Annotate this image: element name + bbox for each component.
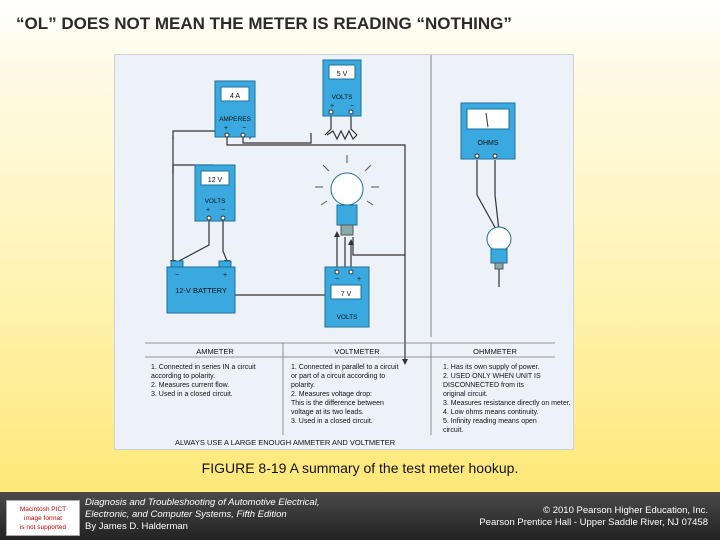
battery: − + 12-V BATTERY — [166, 260, 236, 314]
book-citation: Diagnosis and Troubleshooting of Automot… — [85, 497, 319, 533]
voltmeter-note: or part of a circuit according to — [291, 373, 385, 380]
ohmmeter-label: OHMS — [478, 140, 499, 147]
bottom-voltmeter-label: VOLTS — [337, 314, 358, 321]
meter-hookup-figure: 5 V VOLTS + − 4 A AMPERES + − 12 V VOLTS… — [114, 54, 574, 450]
ohmmeter-note: original circuit. — [443, 391, 488, 398]
ohmmeter-note: circuit. — [443, 427, 463, 434]
copyright-line2: Pearson Prentice Hall - Upper Saddle Riv… — [479, 517, 708, 528]
ohmmeter-header: OHMMETER — [473, 347, 517, 356]
ohmmeter-note: 1. Has its own supply of power. — [443, 364, 540, 371]
battery-label: 12-V BATTERY — [175, 286, 227, 295]
placeholder-line: is not supported — [20, 524, 67, 531]
ohmmeter-note: 2. USED ONLY WHEN UNIT IS — [443, 373, 541, 380]
diagram-footer-note: ALWAYS USE A LARGE ENOUGH AMMETER AND VO… — [175, 438, 396, 447]
top-voltmeter: 5 V VOLTS + − — [322, 59, 362, 117]
resistor — [326, 129, 358, 141]
figure-caption-text: A summary of the test meter hookup. — [286, 460, 519, 476]
top-voltmeter-label: VOLTS — [332, 94, 353, 101]
ohmmeter-note: 5. Infinity reading means open — [443, 418, 537, 425]
top-voltmeter-reading: 5 V — [337, 71, 348, 78]
battery-plus: + — [223, 272, 227, 279]
ammeter-reading: 4 A — [230, 93, 240, 100]
slide-title: “OL” DOES NOT MEAN THE METER IS READING … — [16, 14, 512, 33]
ammeter-note: 3. Used in a closed circuit. — [151, 391, 233, 398]
ammeter-label: AMPERES — [219, 116, 251, 123]
ohmmeter-note: 3. Measures resistance directly on meter… — [443, 400, 571, 407]
top-voltmeter-minus: − — [350, 103, 354, 110]
left-voltmeter-reading: 12 V — [208, 177, 223, 184]
placeholder-line: image format — [24, 515, 62, 522]
left-voltmeter: 12 V VOLTS + − — [194, 164, 236, 222]
voltmeter-header: VOLTMETER — [334, 347, 380, 356]
voltmeter-note: 2. Measures voltage drop: — [291, 391, 372, 398]
ammeter-header: AMMETER — [196, 347, 234, 356]
battery-minus: − — [175, 272, 179, 279]
ammeter-plus: + — [224, 125, 228, 132]
copyright: © 2010 Pearson Higher Education, Inc. Pe… — [479, 505, 708, 529]
ammeter-note: according to polarity. — [151, 373, 215, 380]
top-voltmeter-plus: + — [330, 103, 334, 110]
figure-number: FIGURE 8-19 — [201, 460, 287, 476]
slide-footer: Macintosh PICT image format is not suppo… — [0, 492, 720, 540]
ohmmeter-note: 4. Low ohms means continuity. — [443, 409, 539, 416]
book-author: By James D. Halderman — [85, 521, 188, 532]
placeholder-line: Macintosh PICT — [20, 506, 66, 513]
left-voltmeter-plus: + — [206, 207, 210, 214]
bottom-voltmeter-minus: − — [335, 276, 339, 283]
book-title-line2: Electronic, and Computer Systems, Fifth … — [85, 509, 287, 520]
bottom-voltmeter: 7 V VOLTS − + — [324, 266, 370, 328]
unsupported-image-placeholder: Macintosh PICT image format is not suppo… — [6, 500, 80, 536]
ohmmeter: OHMS — [460, 102, 516, 160]
light-bulb-icon — [315, 155, 379, 236]
bottom-voltmeter-plus: + — [357, 276, 361, 283]
ohmmeter-note: DISCONNECTED from its — [443, 382, 524, 389]
ammeter: 4 A AMPERES + − — [214, 80, 256, 138]
circuit-diagram: 5 V VOLTS + − 4 A AMPERES + − 12 V VOLTS… — [145, 55, 571, 447]
voltmeter-note: 3. Used in a closed circuit. — [291, 418, 373, 425]
bottom-voltmeter-reading: 7 V — [341, 291, 352, 298]
placeholder-graphic: Macintosh PICT image format is not suppo… — [7, 501, 79, 535]
ammeter-minus: − — [242, 125, 246, 132]
copyright-line1: © 2010 Pearson Higher Education, Inc. — [543, 505, 708, 516]
unpowered-bulb-icon — [486, 226, 512, 270]
left-voltmeter-label: VOLTS — [205, 198, 226, 205]
figure-caption: FIGURE 8-19 A summary of the test meter … — [0, 460, 720, 476]
voltmeter-note: polarity. — [291, 382, 315, 389]
left-voltmeter-minus: − — [221, 207, 225, 214]
ammeter-note: 2. Measures current flow. — [151, 382, 229, 389]
voltmeter-note: This is the difference between — [291, 400, 384, 407]
table-grid — [145, 342, 555, 435]
ammeter-note: 1. Connected in series IN a circuit — [151, 364, 256, 371]
voltmeter-note: voltage at its two leads. — [291, 409, 364, 416]
voltmeter-note: 1. Connected in parallel to a circuit — [291, 364, 398, 371]
book-title-line1: Diagnosis and Troubleshooting of Automot… — [85, 497, 320, 508]
